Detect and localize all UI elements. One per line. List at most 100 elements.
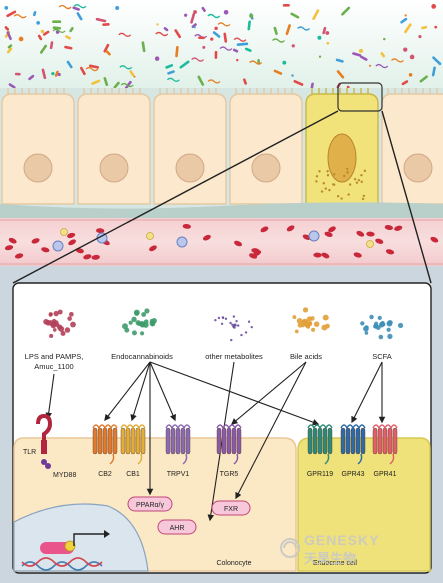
red-blood-cell [83, 254, 92, 260]
dna-helix [21, 557, 103, 571]
enterocyte [153, 93, 227, 205]
receptor-label-tlr: TLR [23, 449, 36, 456]
bacterium-rod [341, 6, 351, 16]
bacterium-rod [243, 78, 247, 85]
bacterium-coccus [18, 36, 24, 42]
bacterium-rod [72, 6, 80, 11]
source-label-lps: LPS and PAMPS, [25, 352, 84, 361]
bacterium-rod [88, 64, 100, 69]
enterocyte [1, 93, 75, 205]
cluster-other [214, 315, 253, 342]
red-blood-cell [366, 231, 375, 237]
bacterium-rod [175, 45, 179, 58]
receptor-trpv1 [165, 424, 191, 465]
watermark-chinese: 天昊生物 [304, 551, 356, 567]
ppar-pill [127, 496, 173, 512]
bacterium-coccus [154, 56, 160, 61]
bacterium-rod [400, 17, 408, 24]
receptor-gpr119 [307, 424, 333, 465]
bacterium-rod [124, 80, 132, 90]
bacterium-rod [14, 72, 21, 76]
bacterium-rod [236, 42, 249, 46]
bacterium-rod [129, 70, 135, 77]
red-blood-cell [41, 247, 50, 253]
cluster-lps [43, 309, 76, 338]
bacterium-rod [163, 27, 169, 32]
bacterium-rod [8, 83, 16, 89]
bacterium-rod [4, 26, 10, 31]
brand-logo-icon [280, 538, 300, 558]
bacterium-spiral [120, 82, 134, 88]
bacterium-rod [190, 12, 196, 24]
red-blood-cell [67, 232, 76, 239]
bacterium-spiral [207, 79, 221, 84]
bacterium-rod [42, 30, 50, 36]
bacterium-rod [201, 6, 206, 12]
receptor-label-tgr5: TGR5 [220, 471, 239, 478]
bacterium-rod [66, 60, 73, 69]
enterocyte-nucleus [175, 153, 205, 183]
bacterium-spiral [119, 65, 133, 70]
red-blood-cell [253, 250, 262, 257]
bacterium-rod [69, 27, 74, 33]
bacterium-spiral [375, 63, 389, 69]
bacterium-rod [197, 75, 205, 86]
platelet [146, 232, 154, 240]
receptor-tgr5 [216, 424, 242, 465]
enterocyte-nucleus [251, 153, 281, 183]
bacterium-spiral [85, 66, 99, 72]
bacterium-rod [191, 23, 197, 29]
bacterium-coccus [4, 6, 9, 10]
receptor-gpr43 [340, 424, 366, 465]
bacterium-rod [214, 50, 218, 59]
receptor-tlr [36, 413, 53, 469]
bacterium-spiral [217, 22, 231, 27]
bacterium-coccus [404, 14, 407, 17]
bacterium-rod [244, 47, 252, 52]
signal-arrow-8 [235, 361, 307, 500]
red-blood-cell [286, 225, 295, 232]
bacterium-coccus [325, 31, 330, 35]
bacterium-coccus [184, 13, 188, 17]
fxr-pill [211, 500, 251, 516]
red-blood-cell [182, 223, 191, 229]
bacterium-rod [404, 23, 412, 34]
platelet [366, 240, 374, 248]
bacterium-coccus [193, 10, 197, 14]
bacterium-rod [285, 24, 291, 36]
receptor-labels: TLR MYD88 CB2 CB1 TRPV1 TGR5 GPR119 GPR4… [23, 449, 397, 479]
bacterium-coccus [291, 74, 294, 77]
zoom-line-right [381, 110, 432, 284]
red-blood-cell [356, 230, 365, 237]
bacterium-rod [198, 36, 205, 40]
source-label-scfa: SCFA [372, 352, 392, 361]
bacterium-rod [312, 9, 320, 21]
source-label-bile-acids: Bile acids [290, 352, 322, 361]
signal-arrow-7 [230, 361, 307, 425]
zoom-line-left [12, 110, 339, 284]
bacterium-rod [49, 41, 54, 50]
red-blood-cell [31, 238, 40, 244]
bacterium-rod [105, 50, 111, 56]
receptor-gpr41 [372, 424, 398, 465]
bacterium-coccus [403, 47, 408, 52]
cluster-endo [122, 308, 157, 336]
bacterium-coccus [358, 48, 364, 53]
bacterium-coccus [368, 64, 372, 67]
bacterium-spiral [58, 4, 72, 10]
zoom-box [337, 82, 383, 112]
receptors [36, 413, 398, 469]
bacterium-spiral [207, 13, 221, 19]
bacterium-rod [91, 79, 101, 85]
bacterium-rod [419, 75, 428, 83]
bacterium-spiral [272, 38, 285, 43]
bacterium-coccus [40, 29, 45, 34]
bacterium-coccus [383, 37, 386, 41]
endocrine-cell [297, 437, 431, 572]
bacterium-rod [80, 66, 86, 76]
signal-arrow-3 [149, 361, 176, 422]
bacterium-rod [282, 3, 290, 7]
ahr-pill [157, 519, 197, 535]
